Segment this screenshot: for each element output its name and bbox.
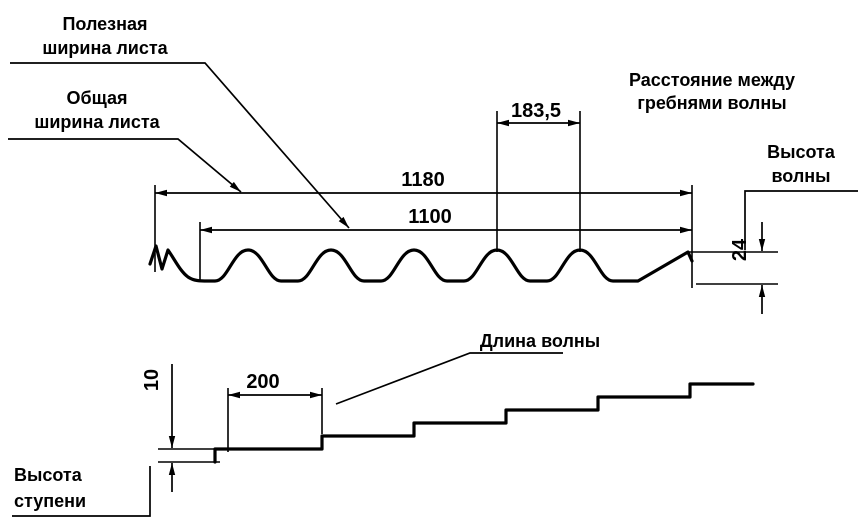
total-width-leader-line [8, 138, 242, 193]
wave-height-value: 24 [729, 238, 751, 261]
useful-width-label-line1: Полезная [62, 14, 147, 34]
step-height-value: 10 [141, 369, 163, 391]
label-wave-length: Длина волны [335, 331, 600, 405]
label-crest-distance: Расстояние между гребнями волны [629, 70, 795, 113]
step-height-label-line2: ступени [14, 491, 86, 511]
wave-length-label: Длина волны [480, 331, 600, 351]
total-width-label-line1: Общая [66, 88, 127, 108]
wave-height-label-line2: волны [771, 166, 830, 186]
total-width-label-line2: ширина листа [34, 112, 160, 132]
wave-height-leader-line [744, 190, 858, 250]
label-useful-width: Полезная ширина листа [10, 14, 350, 229]
dim-wave-height: 24 [688, 222, 778, 314]
wave-length-value: 200 [246, 371, 279, 393]
useful-width-label-line2: ширина листа [42, 38, 168, 58]
useful-width-leader-line [10, 62, 350, 229]
dim-step-height: 10 [141, 364, 220, 492]
crest-distance-label-line1: Расстояние между [629, 70, 795, 90]
wave-height-label-line1: Высота [767, 142, 836, 162]
step-profile [213, 382, 755, 464]
label-step-height: Высота ступени [12, 465, 151, 517]
label-wave-height: Высота волны [744, 142, 858, 250]
step-height-label-line1: Высота [14, 465, 83, 485]
total-width-value: 1180 [401, 169, 444, 191]
useful-width-value: 1100 [408, 206, 451, 228]
crest-distance-label-line2: гребнями волны [637, 93, 786, 113]
dim-wave-length: 200 [227, 371, 323, 452]
dim-total-width: 1180 [154, 169, 693, 288]
step-height-leader-line [12, 466, 151, 517]
label-total-width: Общая ширина листа [8, 88, 242, 193]
wave-length-leader-line [335, 352, 563, 405]
crest-distance-value: 183,5 [511, 100, 561, 122]
wave-profile [148, 244, 694, 283]
dim-useful-width: 1100 [199, 206, 692, 280]
